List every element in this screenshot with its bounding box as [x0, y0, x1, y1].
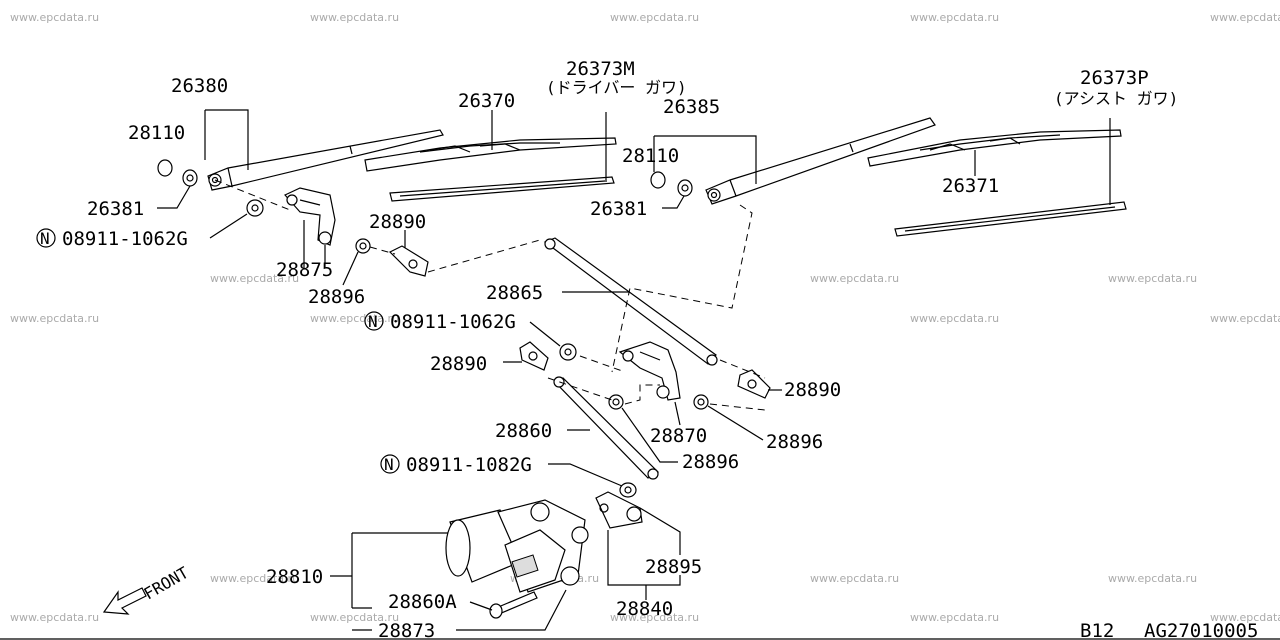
label-26380: 26380: [171, 75, 228, 97]
label-08911-1062G-middle: 08911-1062G: [390, 311, 516, 333]
watermark: www.epcdata.ru: [1108, 272, 1197, 285]
label-28870: 28870: [650, 425, 707, 447]
label-28890-left: 28890: [369, 211, 426, 233]
label-26373P-note: (アシスト ガワ): [1054, 89, 1178, 108]
label-28896-middle: 28896: [682, 451, 739, 473]
wiper-blade-right: [867, 129, 1122, 167]
watermark: www.epcdata.ru: [810, 572, 899, 585]
watermark: www.epcdata.ru: [910, 611, 999, 624]
nut-mark: N: [384, 455, 394, 474]
joint-middle: [519, 341, 549, 371]
front-arrow: FRONT: [102, 563, 193, 615]
watermark: www.epcdata.ru: [910, 11, 999, 24]
watermark: www.epcdata.ru: [210, 572, 299, 585]
bushing-left: [355, 238, 371, 254]
label-08911-1082G: 08911-1082G: [406, 454, 532, 476]
watermark: www.epcdata.ru: [210, 272, 299, 285]
label-28110-right: 28110: [622, 145, 679, 167]
nut-symbol-left: N: [36, 228, 56, 248]
label-26373M: 26373M: [566, 58, 635, 80]
watermark: www.epcdata.ru: [1210, 312, 1280, 325]
watermark: www.epcdata.ru: [1108, 572, 1197, 585]
nut-right: [677, 179, 693, 197]
nut-mark: N: [40, 229, 50, 248]
label-26373P: 26373P: [1080, 67, 1149, 89]
label-28860: 28860: [495, 420, 552, 442]
nut-08911-left: [246, 199, 264, 217]
nut-08911-middle: [559, 343, 577, 361]
label-28865: 28865: [486, 282, 543, 304]
label-28110-left: 28110: [128, 122, 185, 144]
watermark: www.epcdata.ru: [810, 272, 899, 285]
label-26370: 26370: [458, 90, 515, 112]
label-28890-middle: 28890: [430, 353, 487, 375]
watermark: www.epcdata.ru: [1210, 611, 1280, 624]
watermark: www.epcdata.ru: [610, 11, 699, 24]
wiper-motor: [445, 499, 589, 593]
label-28890-right: 28890: [784, 379, 841, 401]
label-28896-left: 28896: [308, 286, 365, 308]
watermark: www.epcdata.ru: [310, 312, 399, 325]
assembly-lines: [214, 179, 766, 411]
label-28860A: 28860A: [388, 591, 457, 613]
label-26381-left: 26381: [87, 198, 144, 220]
nut-left: [182, 169, 198, 187]
watermark: www.epcdata.ru: [310, 11, 399, 24]
label-28840: 28840: [616, 598, 673, 620]
watermark: www.epcdata.ru: [310, 611, 399, 624]
page-code: B12: [1080, 620, 1114, 640]
label-26371: 26371: [942, 175, 999, 197]
blade-rubber-driver: [389, 176, 615, 202]
label-28896-right: 28896: [766, 431, 823, 453]
front-label: FRONT: [141, 563, 193, 604]
part-labels: 26380 28110 26381 N 08911-1062G 28875 28…: [36, 58, 1178, 640]
bolt-28860A: [489, 591, 538, 619]
nut-mark: N: [368, 312, 378, 331]
watermark: www.epcdata.ru: [10, 312, 99, 325]
footer: B12 AG27010005: [0, 620, 1280, 640]
label-28873: 28873: [378, 620, 435, 640]
joint-left: [388, 245, 429, 277]
wiper-blade-left: [364, 137, 617, 172]
bushing-middle: [608, 394, 624, 410]
link-rod-long: [543, 237, 718, 366]
nut-08911-lower: [619, 482, 637, 498]
label-08911-1062G-left: 08911-1062G: [62, 228, 188, 250]
pivot-left: [284, 187, 336, 246]
cap-right: [650, 171, 666, 189]
label-26381-right: 26381: [590, 198, 647, 220]
watermark: www.epcdata.ru: [610, 611, 699, 624]
figure-code: AG27010005: [1144, 620, 1258, 640]
leader-lines: [157, 109, 1111, 631]
wiper-arm-right: [705, 117, 936, 205]
nut-symbol-lower: N: [380, 454, 400, 474]
label-28875: 28875: [276, 259, 333, 281]
bushing-right: [693, 394, 709, 410]
watermark: www.epcdata.ru: [10, 11, 99, 24]
watermark: www.epcdata.ru: [910, 312, 999, 325]
label-26373M-note: (ドライバー ガワ): [546, 78, 687, 97]
joint-right: [737, 369, 771, 399]
blade-rubber-assist: [894, 201, 1127, 237]
label-28810: 28810: [266, 566, 323, 588]
watermark: www.epcdata.ru: [1210, 11, 1280, 24]
watermark: www.epcdata.ru: [10, 611, 99, 624]
label-28895: 28895: [645, 556, 702, 578]
pivot-right: [618, 341, 681, 401]
nut-symbol-middle: N: [364, 311, 384, 331]
cap-left: [157, 159, 173, 177]
label-26385: 26385: [663, 96, 720, 118]
link-rod-short: [553, 376, 659, 480]
crank-arm: [595, 491, 643, 529]
